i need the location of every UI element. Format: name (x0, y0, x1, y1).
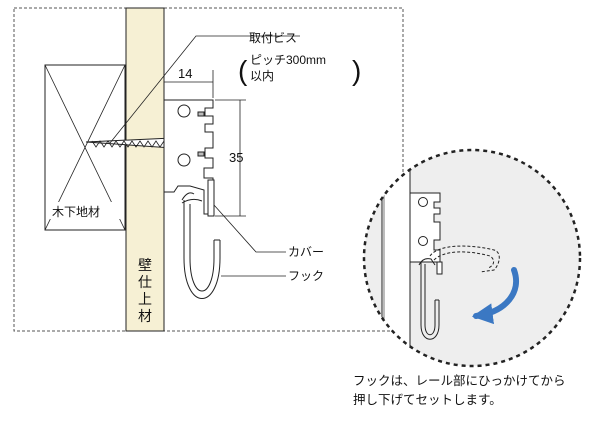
caption-line-1: フックは、レール部にひっかけてから (353, 373, 566, 388)
paren-close: ) (352, 55, 361, 86)
dimension-height-value: 35 (229, 150, 243, 165)
screw-pitch-label: ピッチ300mm (250, 53, 326, 67)
wall-finish-label-char-4: 材 (138, 308, 152, 324)
dimension-height (215, 99, 246, 217)
caption-line-2: 押し下げてセットします。 (353, 393, 502, 407)
screw-unit-label: 以内 (250, 69, 274, 83)
rail-cover (207, 179, 215, 217)
cover-leader-line (213, 204, 286, 253)
rotation-arrow (471, 267, 519, 325)
hook-label: フック (288, 269, 324, 283)
wood-base-label: 木下地材 (52, 205, 100, 219)
hook-main (181, 192, 221, 299)
screw-leader-line (109, 35, 300, 144)
wood-base-label-bg (50, 202, 120, 219)
rail-profile (163, 99, 214, 215)
wall-finish-label-char-2: 仕 (138, 274, 152, 290)
paren-open: ( (238, 55, 248, 86)
dimension-width-value: 14 (178, 66, 192, 81)
dimension-width (163, 70, 214, 98)
inset-detail (362, 148, 582, 368)
wall-finish-label-char-1: 壁 (138, 257, 152, 273)
screw-label: 取付ビス (249, 31, 297, 45)
diagram-frame (13, 7, 404, 332)
cover-label: カバー (288, 245, 324, 259)
wall-finish-label-char-3: 上 (138, 291, 152, 307)
